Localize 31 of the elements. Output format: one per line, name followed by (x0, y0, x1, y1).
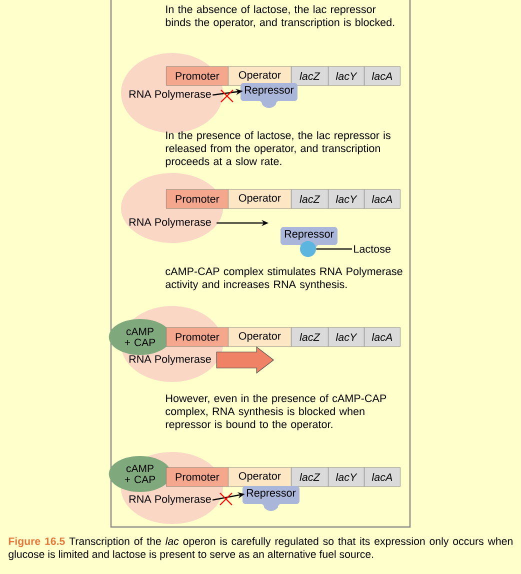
gene-box: lacY (328, 189, 364, 209)
promoter-box: Promoter (166, 327, 228, 347)
gene-box: lacZ (291, 327, 328, 347)
repressor-protein: Repressor (242, 486, 300, 511)
description-text: cAMP-CAP complex stimulates RNA Polymerase activity and increases RNA synthesis. (166, 267, 402, 290)
block-arrow (216, 346, 274, 374)
promoter-box: Promoter (166, 66, 228, 86)
gene-box: lacZ (291, 189, 328, 209)
gene-box: lacY (328, 66, 364, 86)
promoter-box: Promoter (166, 467, 228, 487)
description-text: However, even in the presence of cAMP-CAP complex, RNA synthesis is blocked when repressor is bound to the operator. (166, 394, 386, 430)
operator-box: Operator (228, 327, 292, 347)
gene-box: lacZ (291, 467, 328, 487)
operator-box: Operator (228, 189, 292, 209)
repressor-protein: Repressor (240, 83, 298, 108)
operator-box: Operator (228, 66, 292, 86)
gene-box: lacA (364, 467, 400, 487)
gene-box: lacA (364, 66, 400, 86)
gene-box: lacZ (291, 66, 328, 86)
gene-box: lacY (328, 467, 364, 487)
leader-line (316, 248, 352, 250)
figure-caption: Figure 16.5 Transcription of the lac operon is carefully regulated so that its expression only occurs when glucose is limited and lactose is present to serve as an alternative fuel source. (8, 537, 512, 560)
description-text: In the presence of lactose, the lac repressor is released from the operator, and transcription proceeds at a slow rate. (166, 131, 390, 168)
gene-box: lacA (364, 327, 400, 347)
description-text: In the absence of lactose, the lac repressor binds the operator, and transcription is blocked. (166, 5, 394, 28)
promoter-box: Promoter (166, 189, 228, 209)
gene-box: lacA (364, 189, 400, 209)
lactose-molecule (300, 241, 316, 257)
lactose-label: Lactose (354, 245, 391, 253)
gene-box: lacY (328, 327, 364, 347)
operator-box: Operator (228, 467, 292, 487)
